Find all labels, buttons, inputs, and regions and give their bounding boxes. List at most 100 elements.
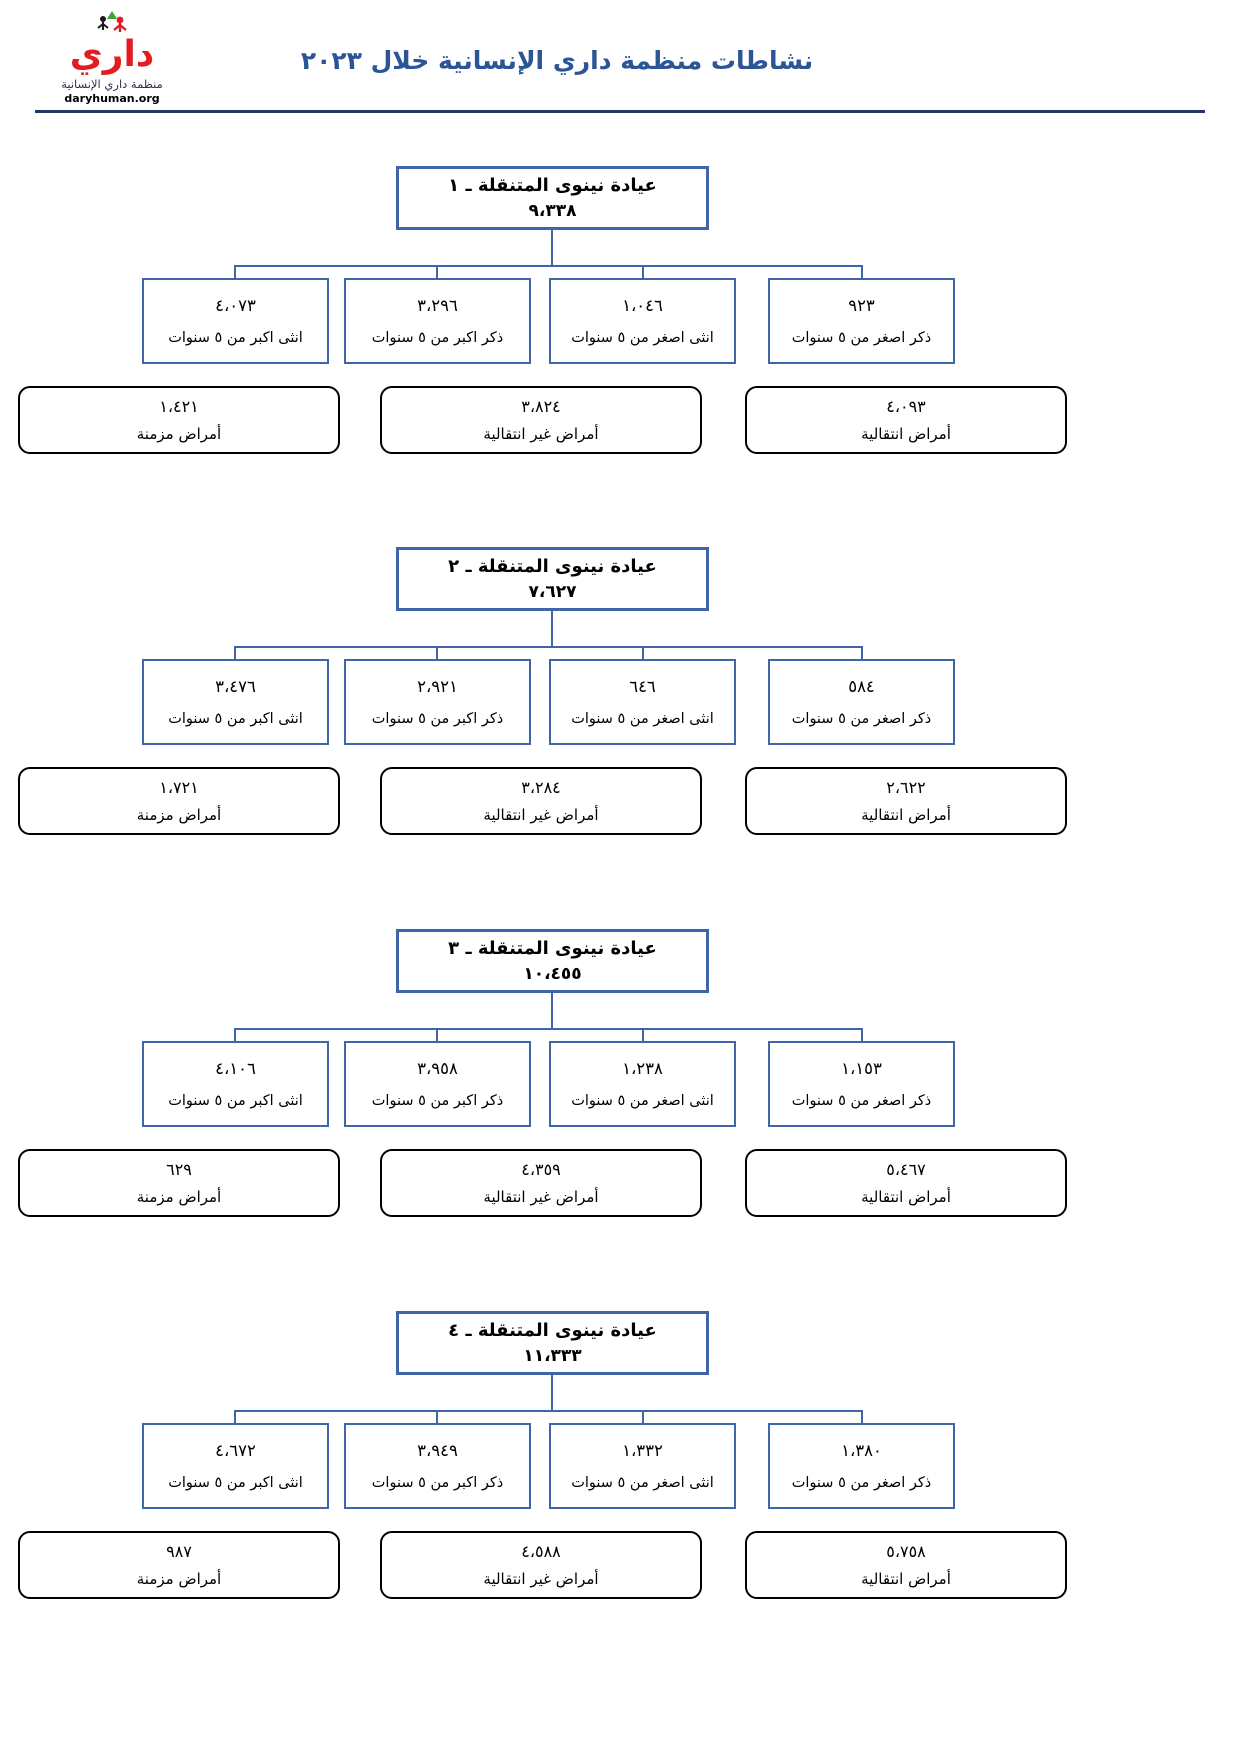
group-box-female-over5: ٤،١٠٦ انثى اكبر من ٥ سنوات	[142, 1041, 329, 1127]
group-value: ٣،٩٤٩	[417, 1440, 458, 1460]
connector-stub	[436, 1029, 438, 1041]
group-value: ٣،٢٩٦	[417, 295, 458, 315]
org-chart-clinic-2: عيادة نينوى المتنقلة ـ ٢ ٧،٦٢٧ ٣،٤٧٦ انث…	[0, 547, 1240, 835]
disease-value: ٥،٧٥٨	[886, 1542, 926, 1561]
group-box-male-under5: ١،٣٨٠ ذكر اصغر من ٥ سنوات	[768, 1423, 955, 1509]
org-logo: داري منظمة داري الإنسانية daryhuman.org	[50, 10, 174, 105]
clinic-3-total: ١٠،٤٥٥	[523, 964, 582, 985]
group-box-female-under5: ٦٤٦ انثى اصغر من ٥ سنوات	[549, 659, 736, 745]
disease-value: ٦٢٩	[166, 1160, 192, 1179]
disease-box-chronic: ٩٨٧ أمراض مزمنة	[18, 1531, 340, 1599]
connector-root-stub	[551, 611, 553, 647]
logo-figures-icon	[97, 11, 127, 32]
disease-box-communicable: ٥،٤٦٧ أمراض انتقالية	[745, 1149, 1067, 1217]
disease-box-chronic: ٦٢٩ أمراض مزمنة	[18, 1149, 340, 1217]
clinic-1-root-box: عيادة نينوى المتنقلة ـ ١ ٩،٣٣٨	[396, 166, 709, 230]
group-label: ذكر اكبر من ٥ سنوات	[371, 711, 504, 728]
clinic-3-root-box: عيادة نينوى المتنقلة ـ ٣ ١٠،٤٥٥	[396, 929, 709, 993]
disease-box-chronic: ١،٧٢١ أمراض مزمنة	[18, 767, 340, 835]
group-label: انثى اكبر من ٥ سنوات	[168, 1475, 303, 1492]
disease-label: أمراض انتقالية	[861, 1570, 951, 1588]
logo-wordmark: داري	[69, 34, 155, 75]
disease-box-noncommunicable: ٣،٢٨٤ أمراض غير انتقالية	[380, 767, 702, 835]
connector-rail	[234, 1028, 863, 1030]
group-label: ذكر اصغر من ٥ سنوات	[791, 330, 932, 347]
group-label: ذكر اكبر من ٥ سنوات	[371, 330, 504, 347]
group-value: ٩٢٣	[848, 295, 875, 315]
group-box-female-under5: ١،٢٣٨ انثى اصغر من ٥ سنوات	[549, 1041, 736, 1127]
group-label: ذكر اصغر من ٥ سنوات	[791, 1093, 932, 1110]
connector-stub	[234, 1029, 236, 1041]
clinic-1-title: عيادة نينوى المتنقلة ـ ١	[448, 174, 657, 196]
logo-website: daryhuman.org	[64, 91, 160, 105]
clinic-2-root-box: عيادة نينوى المتنقلة ـ ٢ ٧،٦٢٧	[396, 547, 709, 611]
connector-stub	[861, 647, 863, 659]
group-value: ١،٠٤٦	[622, 295, 663, 315]
connector-rail	[234, 265, 863, 267]
disease-value: ٤،٣٥٩	[521, 1160, 561, 1179]
group-value: ٤،١٠٦	[215, 1058, 256, 1078]
connector-stub	[234, 266, 236, 278]
group-label: انثى اكبر من ٥ سنوات	[168, 711, 303, 728]
disease-value: ١،٤٢١	[159, 397, 199, 416]
group-label: ذكر اصغر من ٥ سنوات	[791, 711, 932, 728]
group-box-female-over5: ٤،٠٧٣ انثى اكبر من ٥ سنوات	[142, 278, 329, 364]
group-box-male-over5: ٣،٢٩٦ ذكر اكبر من ٥ سنوات	[344, 278, 531, 364]
group-box-male-over5: ٣،٩٤٩ ذكر اكبر من ٥ سنوات	[344, 1423, 531, 1509]
group-box-male-under5: ٥٨٤ ذكر اصغر من ٥ سنوات	[768, 659, 955, 745]
group-box-male-over5: ٢،٩٢١ ذكر اكبر من ٥ سنوات	[344, 659, 531, 745]
group-value: ٢،٩٢١	[417, 676, 458, 696]
group-label: انثى اكبر من ٥ سنوات	[168, 1093, 303, 1110]
disease-box-communicable: ٥،٧٥٨ أمراض انتقالية	[745, 1531, 1067, 1599]
disease-box-chronic: ١،٤٢١ أمراض مزمنة	[18, 386, 340, 454]
disease-label: أمراض مزمنة	[136, 1188, 222, 1206]
disease-box-communicable: ٤،٠٩٣ أمراض انتقالية	[745, 386, 1067, 454]
org-chart-clinic-1: عيادة نينوى المتنقلة ـ ١ ٩،٣٣٨ ٤،٠٧٣ انث…	[0, 166, 1240, 454]
connector-root-stub	[551, 993, 553, 1029]
group-value: ٣،٤٧٦	[215, 676, 256, 696]
disease-value: ٢،٦٢٢	[886, 778, 926, 797]
logo-org-name: منظمة داري الإنسانية	[61, 76, 163, 91]
group-value: ٣،٩٥٨	[417, 1058, 458, 1078]
group-label: انثى اصغر من ٥ سنوات	[571, 330, 714, 347]
group-label: انثى اكبر من ٥ سنوات	[168, 330, 303, 347]
disease-box-noncommunicable: ٤،٣٥٩ أمراض غير انتقالية	[380, 1149, 702, 1217]
connector-stub	[234, 647, 236, 659]
group-box-female-over5: ٣،٤٧٦ انثى اكبر من ٥ سنوات	[142, 659, 329, 745]
clinic-3-title: عيادة نينوى المتنقلة ـ ٣	[448, 937, 657, 959]
group-box-male-over5: ٣،٩٥٨ ذكر اكبر من ٥ سنوات	[344, 1041, 531, 1127]
clinic-4-total: ١١،٣٣٣	[523, 1346, 582, 1367]
disease-box-noncommunicable: ٤،٥٨٨ أمراض غير انتقالية	[380, 1531, 702, 1599]
group-box-male-under5: ١،١٥٣ ذكر اصغر من ٥ سنوات	[768, 1041, 955, 1127]
clinic-4-title: عيادة نينوى المتنقلة ـ ٤	[448, 1319, 657, 1341]
disease-label: أمراض مزمنة	[136, 425, 222, 443]
disease-value: ٣،٢٨٤	[521, 778, 561, 797]
group-label: انثى اصغر من ٥ سنوات	[571, 1475, 714, 1492]
connector-stub	[234, 1411, 236, 1423]
disease-label: أمراض انتقالية	[861, 1188, 951, 1206]
connector-stub	[642, 647, 644, 659]
clinic-1-total: ٩،٣٣٨	[528, 201, 577, 222]
group-label: انثى اصغر من ٥ سنوات	[571, 711, 714, 728]
group-label: ذكر اصغر من ٥ سنوات	[791, 1475, 932, 1492]
clinic-2-title: عيادة نينوى المتنقلة ـ ٢	[448, 555, 657, 577]
group-value: ١،١٥٣	[841, 1058, 882, 1078]
group-box-female-under5: ١،٣٣٢ انثى اصغر من ٥ سنوات	[549, 1423, 736, 1509]
disease-label: أمراض انتقالية	[861, 425, 951, 443]
connector-rail	[234, 646, 863, 648]
connector-stub	[861, 1411, 863, 1423]
group-value: ٤،٦٧٢	[215, 1440, 256, 1460]
connector-stub	[861, 1029, 863, 1041]
connector-stub	[642, 1411, 644, 1423]
disease-box-noncommunicable: ٣،٨٢٤ أمراض غير انتقالية	[380, 386, 702, 454]
disease-label: أمراض غير انتقالية	[483, 425, 599, 443]
connector-stub	[642, 1029, 644, 1041]
org-chart-clinic-3: عيادة نينوى المتنقلة ـ ٣ ١٠،٤٥٥ ٤،١٠٦ ان…	[0, 929, 1240, 1217]
disease-label: أمراض انتقالية	[861, 806, 951, 824]
header-divider	[35, 110, 1205, 113]
connector-stub	[642, 266, 644, 278]
group-label: انثى اصغر من ٥ سنوات	[571, 1093, 714, 1110]
connector-rail	[234, 1410, 863, 1412]
group-value: ١،٢٣٨	[622, 1058, 663, 1078]
connector-stub	[436, 1411, 438, 1423]
